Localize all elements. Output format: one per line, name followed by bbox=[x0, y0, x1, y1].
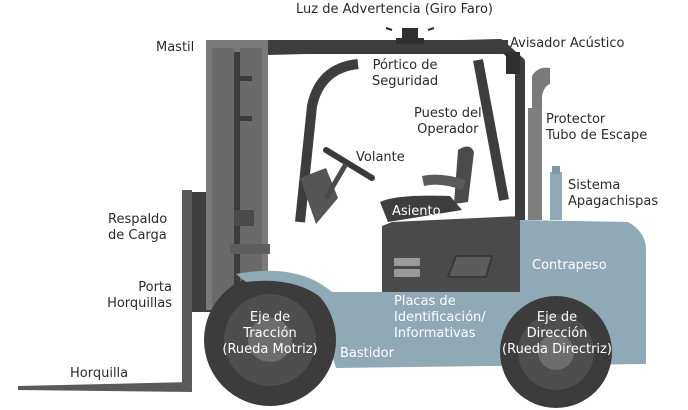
engine-housing bbox=[382, 216, 520, 292]
label-steer-axle: Eje de Dirección (Rueda Directriz) bbox=[502, 310, 612, 357]
label-exhaust-guard: Protector Tubo de Escape bbox=[546, 112, 648, 143]
label-operator-station: Puesto del Operador bbox=[414, 106, 482, 137]
label-spark-arrestor: Sistema Apagachispas bbox=[568, 178, 659, 209]
warning-beacon-icon bbox=[385, 27, 435, 44]
label-id-plates: Placas de Identificación/ Informativas bbox=[394, 294, 486, 341]
mast bbox=[206, 40, 270, 310]
front-fender bbox=[236, 270, 334, 300]
label-fork-carriage: Porta Horquillas bbox=[107, 280, 172, 311]
label-drive-axle: Eje de Tracción (Rueda Motriz) bbox=[222, 310, 318, 357]
label-mast: Mastil bbox=[156, 40, 195, 55]
spark-arrestor bbox=[550, 166, 562, 220]
drive-wheel bbox=[204, 274, 336, 406]
operator-seat bbox=[380, 146, 474, 222]
label-steering-wheel: Volante bbox=[356, 150, 405, 165]
steer-wheel bbox=[500, 296, 612, 408]
label-safety-frame: Pórtico de Seguridad bbox=[372, 58, 439, 89]
label-chassis: Bastidor bbox=[340, 346, 394, 361]
label-counterweight: Contrapeso bbox=[532, 258, 607, 273]
fork bbox=[18, 190, 192, 392]
exhaust-pipe bbox=[528, 67, 550, 221]
label-load-backrest: Respaldo de Carga bbox=[108, 212, 168, 243]
label-fork: Horquilla bbox=[70, 366, 129, 381]
label-horn: Avisador Acústico bbox=[510, 36, 625, 51]
label-seat: Asiento bbox=[392, 204, 441, 219]
horn-icon bbox=[506, 52, 520, 74]
label-light-beacon: Luz de Advertencia (Giro Faro) bbox=[296, 2, 493, 17]
overhead-guard bbox=[268, 40, 508, 54]
steering-wheel bbox=[300, 147, 375, 224]
